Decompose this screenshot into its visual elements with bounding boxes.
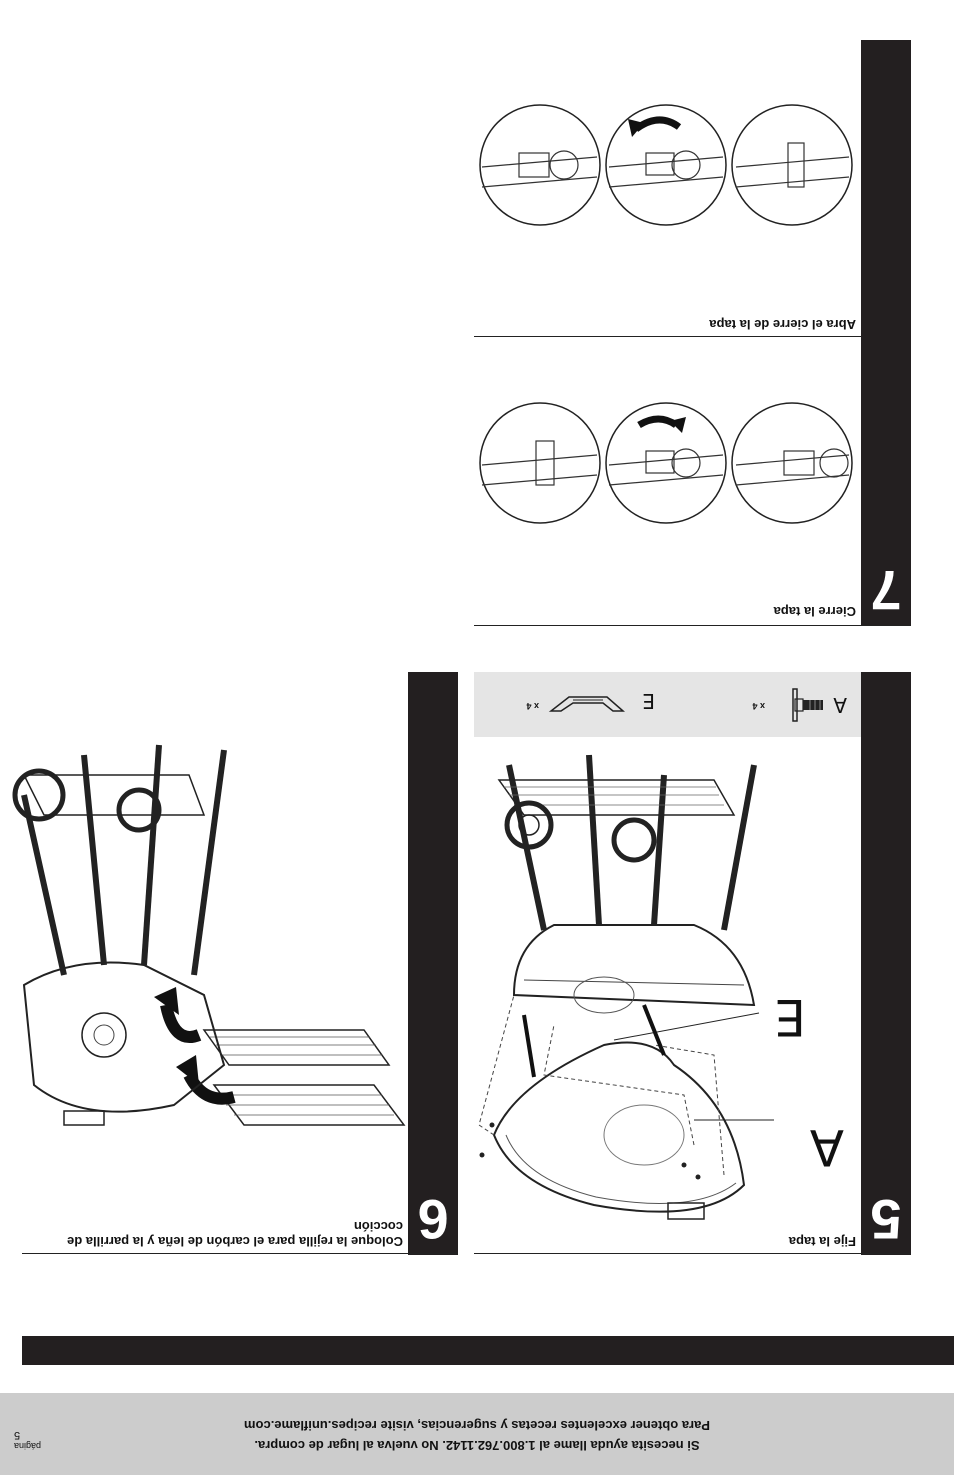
footer-gray-band: Si necesita ayuda llame al 1.800.762.114…	[0, 1393, 954, 1475]
lid-hinge-icon	[548, 696, 625, 712]
step-7-rule-bottom	[474, 625, 911, 626]
footer-black-bar	[22, 1336, 954, 1365]
step-5-tab: 5	[861, 672, 911, 1255]
step-6-number: 6	[417, 1188, 449, 1251]
step-6-caption: Coloque la rejilla para el carbón de leñ…	[23, 1219, 403, 1249]
svg-text:A: A	[810, 1118, 844, 1176]
step-6-illustration	[12, 744, 406, 1126]
step-5-rule	[474, 1253, 911, 1254]
step-7-number: 7	[870, 559, 902, 622]
svg-text:E: E	[774, 988, 806, 1046]
step-7-rule-middle	[474, 336, 861, 337]
close-lid-illustration	[479, 402, 853, 524]
step-6-tab: 6	[408, 672, 458, 1255]
part-e-letter: E	[642, 689, 655, 713]
open-latch-illustration	[479, 104, 853, 226]
step-5-parts-bar: A x 4 E x 4	[474, 672, 861, 737]
bolt-icon	[792, 688, 823, 722]
part-e-qty: x 4	[526, 701, 539, 711]
step-5-number: 5	[870, 1188, 902, 1251]
page-number-block: página 5	[14, 1429, 54, 1451]
step-7-caption-open: Abra el cierre de la tapa	[709, 317, 856, 332]
footer-line-recipes: Para obtener excelentes recetas y sugere…	[243, 1418, 711, 1433]
step-6-caption-line1: Coloque la rejilla para el carbón de leñ…	[67, 1234, 403, 1249]
step-7-caption-close: Cierre la tapa	[773, 604, 856, 619]
step-7-tab: 7	[861, 40, 911, 626]
step-6-caption-line2: cocción	[353, 1219, 403, 1234]
page-number: 5	[14, 1429, 21, 1441]
footer-line-phone: Si necesita ayuda llame al 1.800.762.114…	[254, 1438, 700, 1453]
footer-help-text: Si necesita ayuda llame al 1.800.762.114…	[150, 1415, 804, 1455]
part-a-letter: A	[833, 693, 847, 717]
step-6-rule	[22, 1253, 458, 1254]
page-label: página	[14, 1441, 42, 1451]
part-a-qty: x 4	[752, 701, 765, 711]
step-5-illustration: A E	[478, 754, 844, 1220]
